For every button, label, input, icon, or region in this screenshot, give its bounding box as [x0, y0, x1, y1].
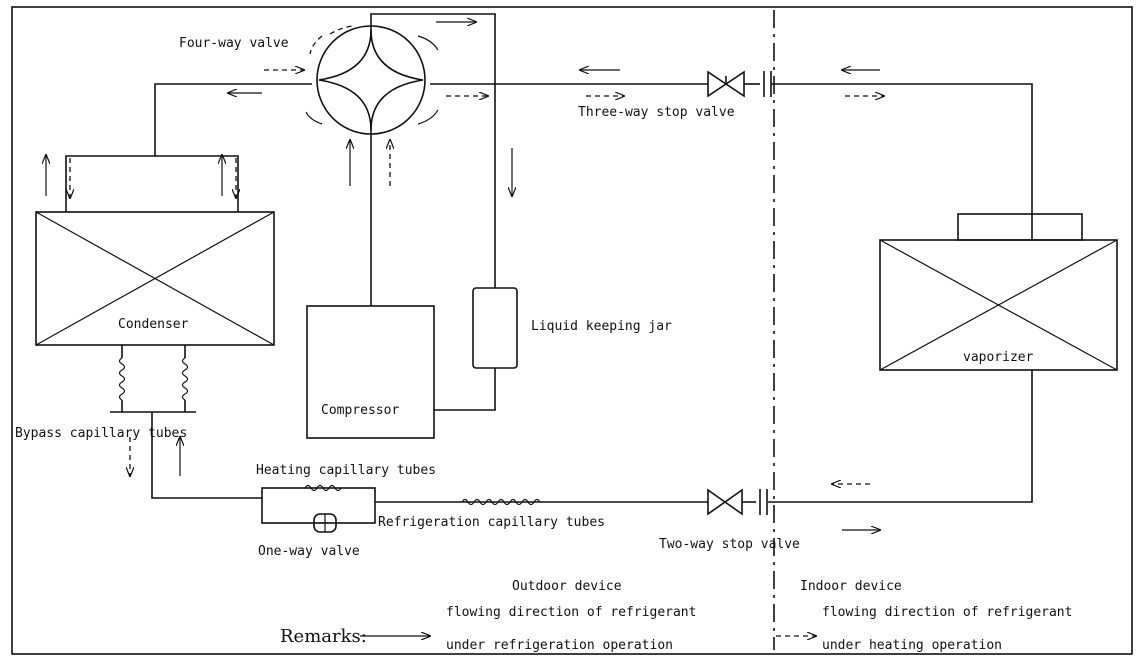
label-condenser: Condenser	[118, 317, 189, 332]
remarks-heating-line2: under heating operation	[822, 638, 1002, 653]
remarks-refrigeration-line1: flowing direction of refrigerant	[446, 605, 696, 620]
heating-capillary-coil	[304, 484, 342, 492]
one-way-valve-symbol	[313, 513, 337, 533]
remarks-heating-line1: flowing direction of refrigerant	[822, 605, 1072, 620]
piping	[65, 13, 1033, 524]
bypass-capillary-coil-left	[118, 357, 126, 401]
refrigeration-flow-arrows	[46, 22, 880, 636]
label-three-way-stop-valve: Three-way stop valve	[578, 105, 735, 120]
condenser-unit	[35, 211, 275, 346]
label-indoor-device: Indoor device	[800, 579, 902, 594]
label-refrigeration-capillary-tubes: Refrigeration capillary tubes	[378, 515, 605, 530]
label-liquid-keeping-jar: Liquid keeping jar	[531, 319, 672, 334]
liquid-keeping-jar-unit	[472, 287, 518, 369]
outer-frame	[11, 6, 1133, 655]
remarks-title: Remarks:	[280, 626, 367, 647]
compressor-unit	[306, 305, 435, 439]
label-compressor: Compressor	[321, 403, 399, 418]
remarks-refrigeration-line2: under refrigeration operation	[446, 638, 673, 653]
label-heating-capillary-tubes: Heating capillary tubes	[256, 463, 436, 478]
two-way-stop-valve-symbol	[707, 488, 768, 516]
three-way-stop-valve-symbol	[707, 70, 788, 98]
refrigeration-capillary-coil	[461, 498, 541, 506]
label-two-way-stop-valve: Two-way stop valve	[659, 537, 800, 552]
label-vaporizer: vaporizer	[963, 350, 1034, 365]
four-way-valve-symbol	[316, 25, 426, 135]
vaporizer-unit	[879, 213, 1118, 371]
heating-flow-arrows	[70, 25, 884, 636]
label-outdoor-device: Outdoor device	[512, 579, 622, 594]
label-four-way-valve: Four-way valve	[179, 36, 289, 51]
label-bypass-capillary-tubes: Bypass capillary tubes	[15, 426, 187, 441]
bypass-capillary-coil-right	[181, 357, 189, 401]
label-one-way-valve: One-way valve	[258, 544, 360, 559]
